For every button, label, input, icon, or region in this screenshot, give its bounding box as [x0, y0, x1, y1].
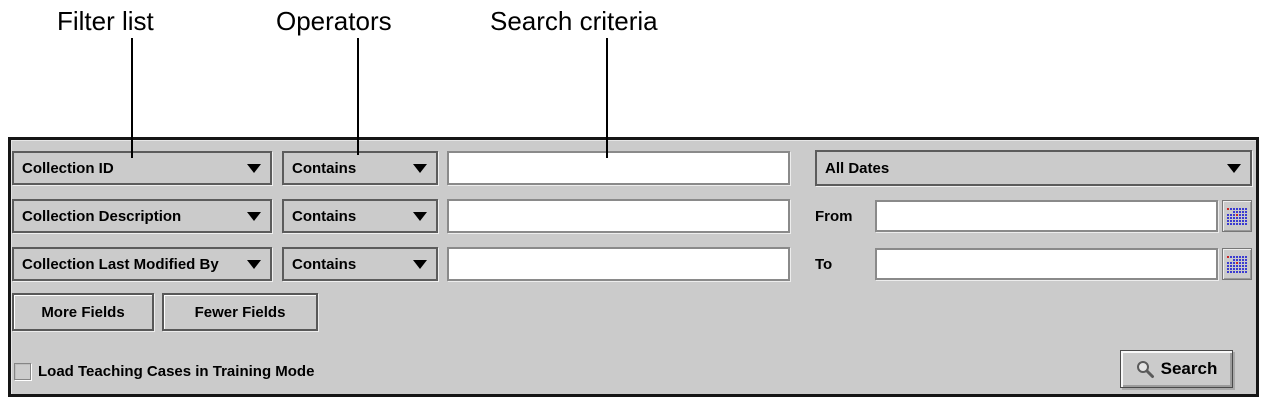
filter-field-dropdown-2[interactable]: Collection Description	[12, 199, 272, 233]
dropdown-arrow-icon	[413, 212, 427, 221]
calendar-icon	[1227, 255, 1247, 273]
fewer-fields-button-label: Fewer Fields	[194, 303, 286, 321]
operator-dropdown-1[interactable]: Contains	[282, 151, 438, 185]
dropdown-arrow-icon	[247, 260, 261, 269]
search-button-label: Search	[1160, 359, 1218, 378]
more-fields-button[interactable]: More Fields	[12, 293, 154, 331]
callout-label-search-criteria: Search criteria	[490, 6, 658, 36]
operator-dropdown-3[interactable]: Contains	[282, 247, 438, 281]
fewer-fields-button[interactable]: Fewer Fields	[162, 293, 318, 331]
operator-dropdown-1-value: Contains	[292, 159, 357, 177]
to-date-input[interactable]	[875, 248, 1218, 280]
date-range-dropdown-value: All Dates	[825, 159, 890, 177]
dropdown-arrow-icon	[413, 260, 427, 269]
dropdown-arrow-icon	[413, 164, 427, 173]
more-fields-button-label: More Fields	[41, 303, 125, 321]
dropdown-arrow-icon	[1227, 164, 1241, 173]
filter-field-dropdown-1[interactable]: Collection ID	[12, 151, 272, 185]
callout-label-operators: Operators	[276, 6, 392, 36]
training-mode-checkbox-label: Load Teaching Cases in Training Mode	[38, 363, 315, 380]
search-button[interactable]: Search	[1120, 350, 1233, 388]
search-criteria-input-2[interactable]	[447, 199, 790, 233]
filter-field-dropdown-3-value: Collection Last Modified By	[22, 255, 219, 273]
filter-field-dropdown-1-value: Collection ID	[22, 159, 114, 177]
operator-dropdown-2[interactable]: Contains	[282, 199, 438, 233]
operator-dropdown-3-value: Contains	[292, 255, 357, 273]
callout-line-operators	[357, 38, 359, 155]
filter-field-dropdown-2-value: Collection Description	[22, 207, 182, 225]
callout-line-search-criteria	[606, 38, 608, 158]
search-criteria-input-3[interactable]	[447, 247, 790, 281]
dropdown-arrow-icon	[247, 164, 261, 173]
from-date-input[interactable]	[875, 200, 1218, 232]
from-date-label: From	[815, 207, 853, 225]
operator-dropdown-2-value: Contains	[292, 207, 357, 225]
to-date-label: To	[815, 255, 833, 273]
filter-field-dropdown-3[interactable]: Collection Last Modified By	[12, 247, 272, 281]
search-icon	[1136, 360, 1154, 378]
date-range-dropdown[interactable]: All Dates	[815, 150, 1252, 186]
search-criteria-input-1[interactable]	[447, 151, 790, 185]
calendar-icon	[1227, 207, 1247, 225]
to-date-calendar-button[interactable]	[1222, 248, 1252, 280]
callout-line-filter-list	[131, 38, 133, 158]
callout-label-filter-list: Filter list	[57, 6, 154, 36]
from-date-calendar-button[interactable]	[1222, 200, 1252, 232]
dropdown-arrow-icon	[247, 212, 261, 221]
search-filter-panel: Collection ID Contains All Dates Collect…	[8, 137, 1259, 397]
training-mode-checkbox[interactable]	[14, 363, 31, 380]
